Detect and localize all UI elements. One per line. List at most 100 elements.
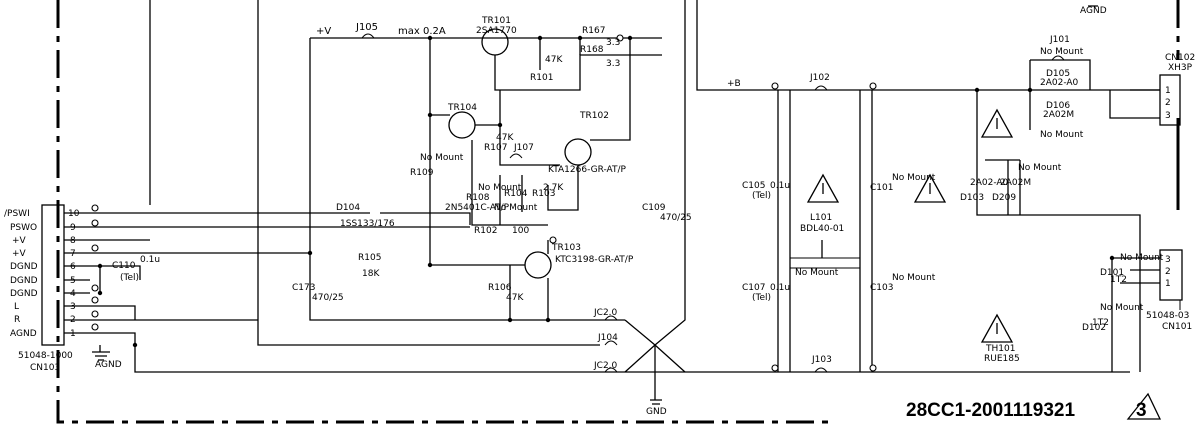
d101-label: D101 (1100, 268, 1124, 278)
r102-label: R102 (474, 226, 497, 236)
c107-val: 0.1u (770, 283, 790, 293)
pin-number: 4 (70, 289, 76, 299)
c110-val: 0.1u (140, 255, 160, 265)
connector-cn103-pins (64, 212, 90, 334)
l101-label: L101 (810, 213, 832, 223)
c101-label: C101 (870, 183, 893, 193)
trace (859, 90, 873, 372)
j107-label: J107 (513, 143, 534, 153)
c101-val: No Mount (892, 173, 936, 183)
r105-val: 18K (362, 269, 380, 279)
trace-plus-v-in (90, 239, 310, 254)
cn101-pin: 1 (1165, 279, 1171, 289)
cn101-pin: 2 (1165, 267, 1171, 277)
d106-label: D106 (1046, 101, 1070, 111)
cn103-part: 51048-1000 (18, 351, 73, 361)
c173-label: C173 (292, 283, 315, 293)
gnd-label: GND (646, 407, 667, 417)
r101-label: R101 (530, 73, 553, 83)
th101-label: TH101 (985, 344, 1015, 354)
max-current-label: max 0.2A (398, 26, 446, 37)
pin-label: DGND (10, 262, 38, 272)
trace (257, 0, 600, 346)
c173-val: 470/25 (312, 293, 344, 303)
r101-val: 47K (545, 55, 563, 65)
r109-val: No Mount (420, 153, 464, 163)
d106-part: 2A02M (1043, 110, 1074, 120)
trace-agnd (134, 345, 1130, 373)
d209-val: No Mount (1018, 163, 1062, 173)
jc20a-label: JC2.0 (593, 308, 618, 318)
r104-label: R104 (504, 189, 528, 199)
pin-label: L (14, 302, 19, 312)
c107-label: C107 (742, 283, 765, 293)
j101-label: J101 (1049, 35, 1070, 45)
j105-label: J105 (355, 22, 378, 33)
l101-nm: No Mount (795, 268, 839, 278)
connector-cn103-body (41, 204, 65, 346)
d102-val: No Mount (1100, 303, 1144, 313)
pin-label: +V (12, 236, 27, 246)
pin-number: 5 (70, 276, 76, 286)
pin-number: 8 (70, 236, 76, 246)
trace-dgnd (90, 265, 141, 320)
cn101-pin: 3 (1165, 255, 1171, 265)
trace-pswi (90, 212, 471, 225)
c105-val: 0.1u (770, 181, 790, 191)
c110-ref: (Tel) (120, 273, 139, 283)
tr102-part: KTA1266-GR-AT/P (548, 165, 627, 175)
trace (624, 0, 686, 373)
j104-label: J104 (597, 333, 618, 343)
warning-icon-marks (822, 118, 998, 334)
pin-number: 2 (70, 315, 76, 325)
r107-label: R107 (484, 143, 507, 153)
transistor-tr102 (564, 138, 592, 166)
jc20b-label: JC2.0 (593, 361, 618, 371)
pin-number: 7 (70, 249, 76, 259)
cn102-pin: 3 (1165, 111, 1171, 121)
test-points (91, 34, 877, 372)
trace (471, 140, 548, 226)
pin-number: 9 (70, 223, 76, 233)
trace (90, 319, 258, 345)
tr104-part: 2N5401C-AT/P (445, 203, 510, 213)
pin-number: 3 (70, 302, 76, 312)
junction-dots (97, 35, 1115, 348)
cn102-part: XH3P (1168, 63, 1193, 73)
pin-label: DGND (10, 276, 38, 286)
right-connector-labels: CN102 XH3P 1 2 3 3 2 1 51048-03 CN101 (1146, 53, 1195, 332)
cn102-pin: 1 (1165, 86, 1171, 96)
c105-ref: (Tel) (752, 191, 771, 201)
c109-val: 470/25 (660, 213, 692, 223)
tr101-label: TR101 (481, 16, 511, 26)
d103-label: D103 (960, 193, 984, 203)
th101-part: RUE185 (984, 354, 1020, 364)
d101-part: 1T2 (1110, 275, 1127, 285)
labels: +V J105 max 0.2A TR101 2SA1770 R167 3.3 … (95, 6, 1164, 417)
r168-label: R168 (580, 45, 604, 55)
trace (777, 90, 791, 372)
cn103-ref: CN103 (30, 363, 60, 373)
r104-val: No Mount (494, 203, 538, 213)
connector-cn101-body (1159, 249, 1183, 301)
cn101-part: 51048-03 (1146, 311, 1189, 321)
transistor-tr103 (524, 251, 552, 279)
r105-label: R105 (358, 253, 381, 263)
r103-val: 2.7K (543, 183, 564, 193)
c107-ref: (Tel) (752, 293, 771, 303)
trace (430, 90, 560, 166)
d102-part: 1T2 (1092, 318, 1109, 328)
jumper-symbols (361, 33, 1065, 373)
l101-part: BDL40-01 (800, 224, 844, 234)
d106-val: No Mount (1040, 130, 1084, 140)
c109-label: C109 (642, 203, 666, 213)
agnd-top-label: AGND (1080, 6, 1107, 16)
pin-number: 1 (70, 329, 76, 339)
r102-val: 100 (512, 226, 529, 236)
cn102-ref: CN102 (1165, 53, 1195, 63)
c110-label: C110 (112, 261, 136, 271)
pin-number: 10 (68, 209, 80, 219)
r167-label: R167 (582, 26, 605, 36)
c105-label: C105 (742, 181, 765, 191)
